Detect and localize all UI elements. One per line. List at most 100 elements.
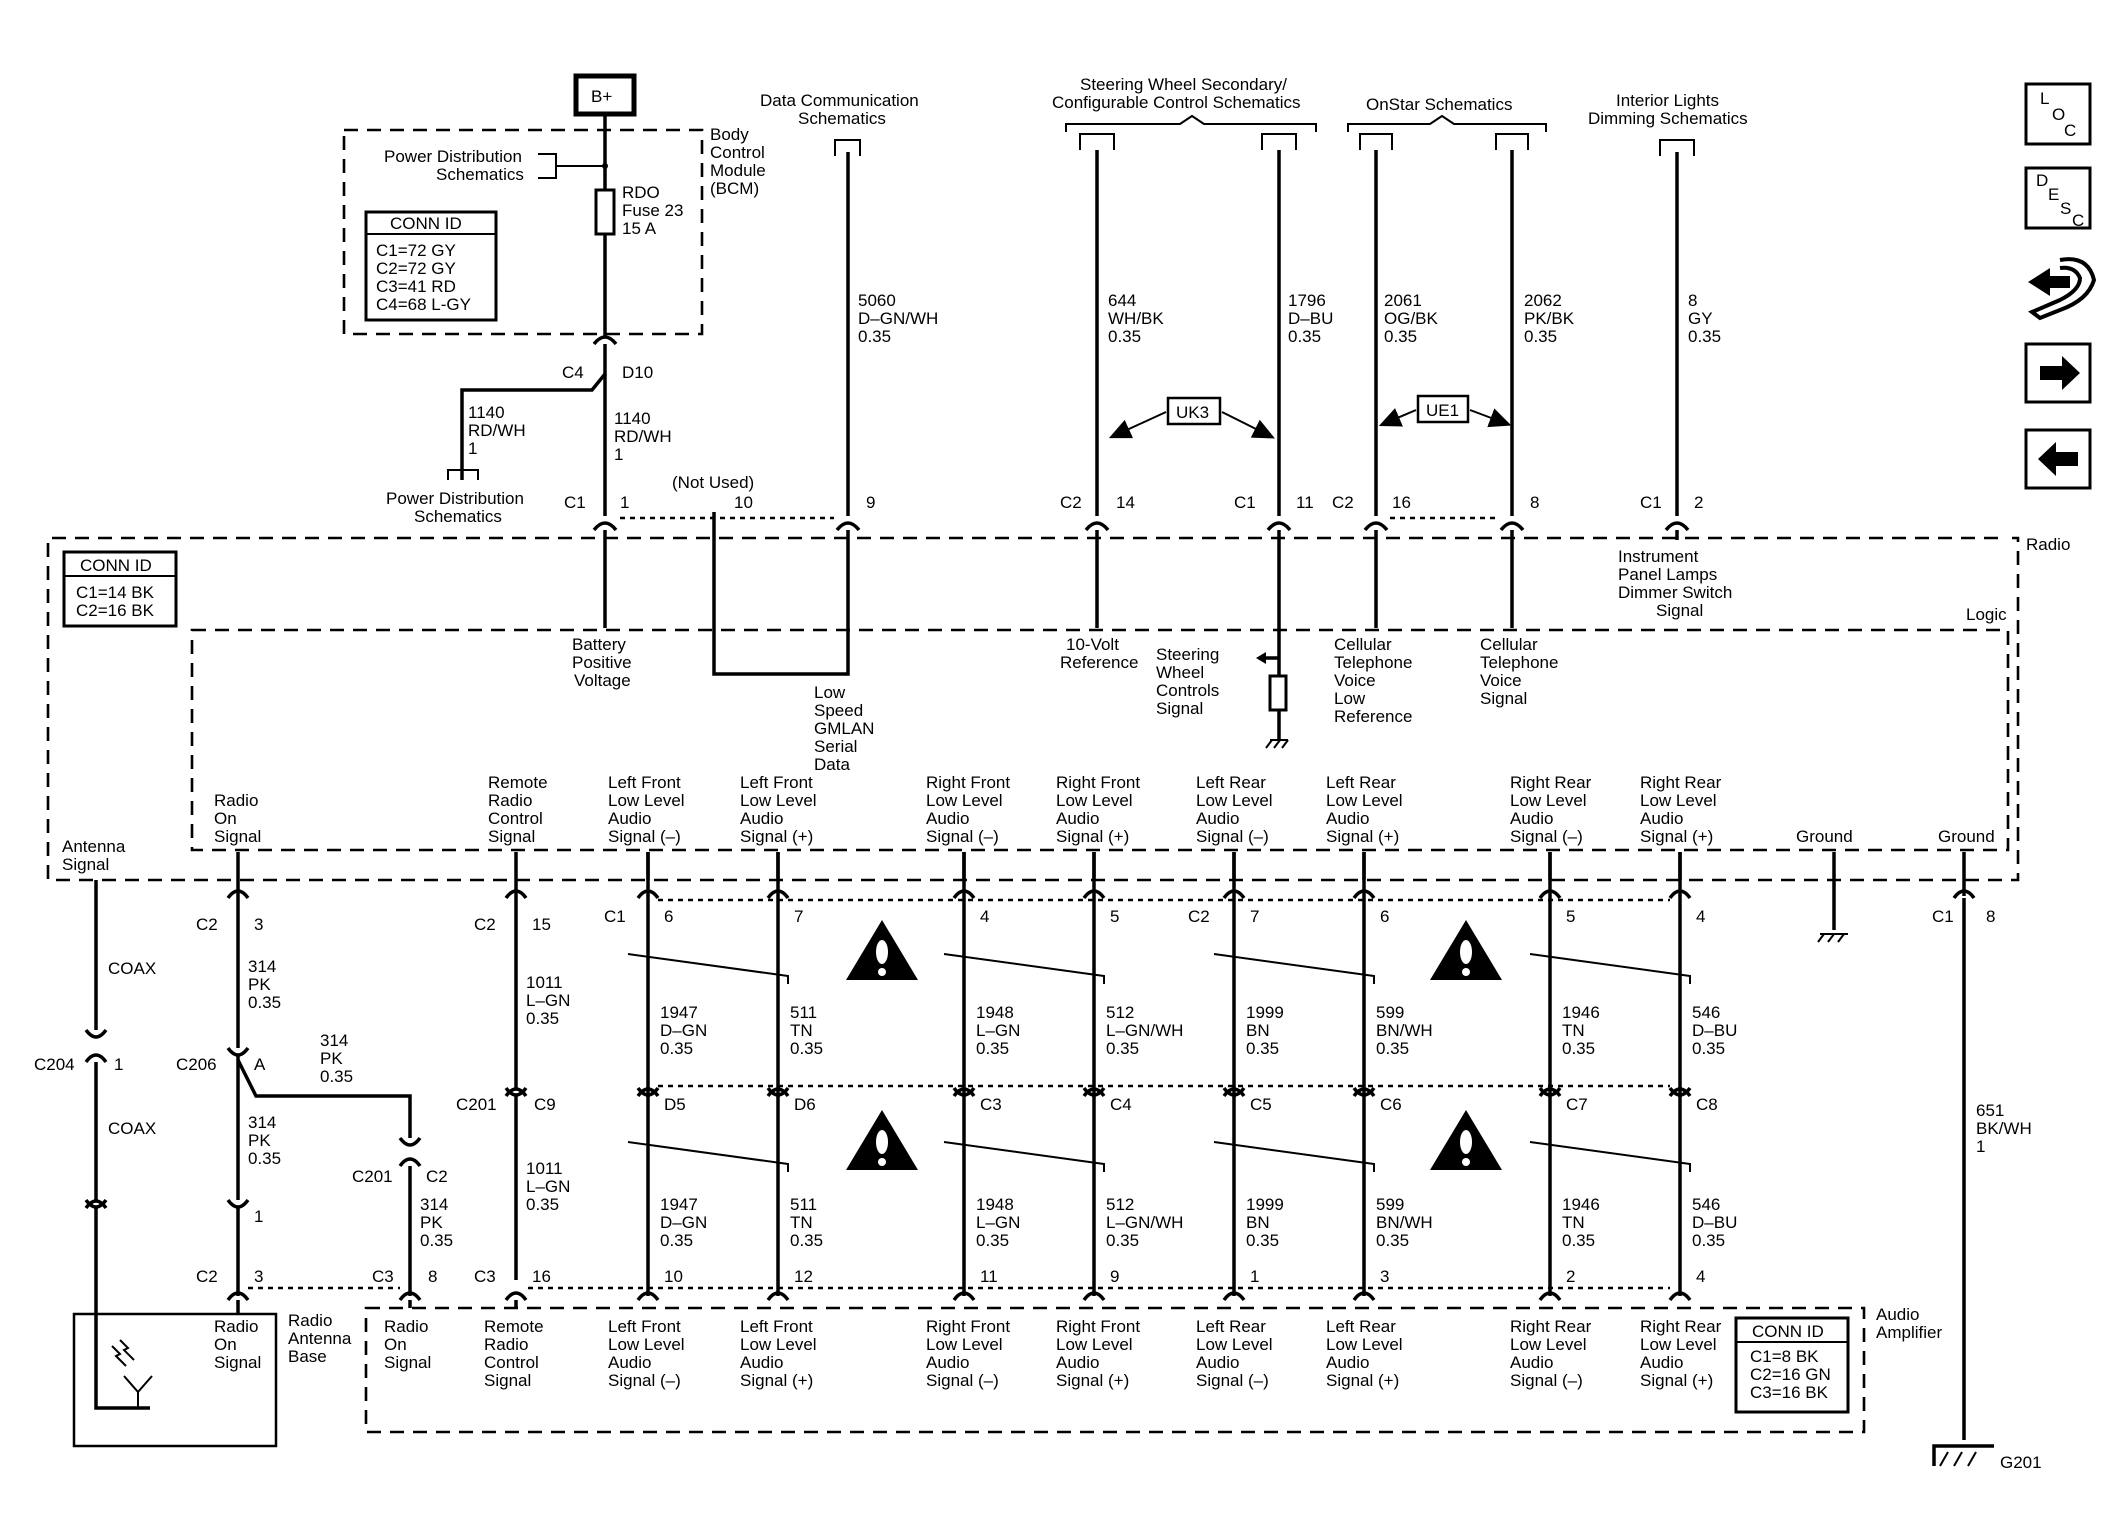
svg-text:Radio: Radio: [484, 1335, 528, 1354]
svg-text:1: 1: [114, 1055, 123, 1074]
svg-text:Audio: Audio: [1326, 1353, 1369, 1372]
connector-pin: [766, 1291, 790, 1302]
svg-text:0.35: 0.35: [526, 1009, 559, 1028]
svg-text:C2: C2: [1060, 493, 1082, 512]
svg-text:UK3: UK3: [1176, 403, 1209, 422]
svg-text:Signal: Signal: [384, 1353, 431, 1372]
svg-text:C1=8 BK: C1=8 BK: [1750, 1347, 1819, 1366]
svg-text:C1=14 BK: C1=14 BK: [76, 583, 155, 602]
next-arrow-button[interactable]: [2024, 342, 2092, 404]
svg-text:Signal (–): Signal (–): [1196, 827, 1269, 846]
svg-text:Controls: Controls: [1156, 681, 1219, 700]
svg-text:Telephone: Telephone: [1480, 653, 1558, 672]
svg-text:6: 6: [664, 907, 673, 926]
svg-text:Logic: Logic: [1966, 605, 2007, 624]
connector-pin: [1222, 1086, 1246, 1097]
svg-text:Audio: Audio: [1056, 1353, 1099, 1372]
svg-text:Signal (+): Signal (+): [1056, 827, 1129, 846]
svg-text:1011: 1011: [526, 973, 563, 992]
svg-text:0.35: 0.35: [1688, 327, 1721, 346]
svg-text:1140: 1140: [614, 409, 651, 428]
svg-text:Base: Base: [288, 1347, 327, 1366]
svg-text:Antenna: Antenna: [62, 837, 126, 856]
prev-arrow-button[interactable]: [2024, 428, 2092, 490]
svg-text:CONN ID: CONN ID: [390, 214, 462, 233]
svg-text:Right Rear: Right Rear: [1510, 773, 1592, 792]
svg-text:2: 2: [1566, 1267, 1575, 1286]
svg-text:BN: BN: [1246, 1213, 1270, 1232]
svg-text:C9: C9: [534, 1095, 556, 1114]
svg-text:Control: Control: [710, 143, 765, 162]
svg-text:599: 599: [1376, 1003, 1404, 1022]
svg-text:Signal (+): Signal (+): [1326, 827, 1399, 846]
onstar-ref: OnStar Schematics: [1347, 95, 1547, 150]
svg-text:511: 511: [790, 1195, 817, 1214]
svg-text:Signal (+): Signal (+): [740, 827, 813, 846]
svg-text:651: 651: [1976, 1101, 2004, 1120]
svg-text:C206: C206: [176, 1055, 217, 1074]
svg-text:Left Front: Left Front: [608, 773, 681, 792]
svg-text:Right Front: Right Front: [1056, 773, 1140, 792]
svg-text:Schematics: Schematics: [436, 165, 524, 184]
svg-text:1796: 1796: [1288, 291, 1326, 310]
svg-text:7: 7: [794, 907, 803, 926]
svg-text:Right Rear: Right Rear: [1640, 1317, 1722, 1336]
connector-pin: [1538, 1086, 1562, 1097]
svg-text:Schematics: Schematics: [798, 109, 886, 128]
svg-text:Signal (–): Signal (–): [1510, 827, 1583, 846]
radio-conn-id: CONN ID C1=14 BK C2=16 BK: [62, 550, 178, 628]
connector-view-icon[interactable]: [2028, 257, 2097, 321]
svg-text:3: 3: [1380, 1267, 1389, 1286]
svg-text:16: 16: [1392, 493, 1411, 512]
svg-text:Data: Data: [814, 755, 850, 774]
svg-text:8: 8: [428, 1267, 437, 1286]
svg-text:CONN ID: CONN ID: [80, 556, 152, 575]
svg-text:Radio: Radio: [384, 1317, 428, 1336]
desc-button[interactable]: D E S C: [2024, 166, 2092, 230]
svg-text:1: 1: [1976, 1137, 1985, 1156]
svg-text:L–GN/WH: L–GN/WH: [1106, 1213, 1183, 1232]
svg-text:Signal: Signal: [1480, 689, 1527, 708]
svg-text:Left Rear: Left Rear: [1196, 773, 1266, 792]
connector-pin: [952, 1086, 976, 1097]
svg-text:Dimmer Switch: Dimmer Switch: [1618, 583, 1732, 602]
svg-text:L–GN: L–GN: [526, 991, 570, 1010]
svg-text:C2: C2: [196, 915, 218, 934]
svg-text:C4: C4: [562, 363, 584, 382]
twisted-pair: [1529, 1141, 1691, 1172]
svg-text:512: 512: [1106, 1003, 1134, 1022]
loc-button[interactable]: L O C: [2024, 82, 2092, 146]
svg-text:Signal (+): Signal (+): [1640, 1371, 1713, 1390]
svg-text:5: 5: [1566, 907, 1575, 926]
connector-pin: [636, 1087, 660, 1098]
twisted-pair: [1529, 953, 1691, 984]
svg-text:Cellular: Cellular: [1334, 635, 1392, 654]
ue1-option: UE1: [1378, 394, 1512, 428]
svg-text:Signal (+): Signal (+): [740, 1371, 813, 1390]
steering-controls-label: Steering Wheel Controls Signal: [1156, 645, 1219, 718]
svg-text:599: 599: [1376, 1195, 1404, 1214]
row2-connector-labels: D5 D6 C3 C4 C5 C6 C7 C8: [664, 1095, 1718, 1114]
svg-text:Fuse 23: Fuse 23: [622, 201, 683, 220]
svg-text:(BCM): (BCM): [710, 179, 759, 198]
svg-text:0.35: 0.35: [1246, 1039, 1279, 1058]
svg-text:PK: PK: [320, 1049, 343, 1068]
svg-text:Signal: Signal: [484, 1371, 531, 1390]
svg-text:C2=16 GN: C2=16 GN: [1750, 1365, 1831, 1384]
svg-text:C2: C2: [196, 1267, 218, 1286]
svg-text:0.35: 0.35: [420, 1231, 453, 1250]
svg-text:2: 2: [1694, 493, 1703, 512]
svg-text:Control: Control: [488, 809, 543, 828]
svg-text:Left Rear: Left Rear: [1326, 1317, 1396, 1336]
svg-text:Right Front: Right Front: [926, 773, 1010, 792]
svg-text:BK/WH: BK/WH: [1976, 1119, 2032, 1138]
svg-text:5060: 5060: [858, 291, 896, 310]
svg-text:Low Level: Low Level: [1056, 791, 1133, 810]
svg-text:Left Front: Left Front: [740, 773, 813, 792]
svg-text:Low Level: Low Level: [1326, 1335, 1403, 1354]
svg-text:0.35: 0.35: [1288, 327, 1321, 346]
svg-text:O: O: [2052, 105, 2065, 124]
svg-text:Steering Wheel Secondary/: Steering Wheel Secondary/: [1080, 75, 1287, 94]
amp-signal-labels: Radio On Signal Remote Radio Control Sig…: [384, 1317, 1722, 1390]
svg-text:4: 4: [980, 907, 989, 926]
